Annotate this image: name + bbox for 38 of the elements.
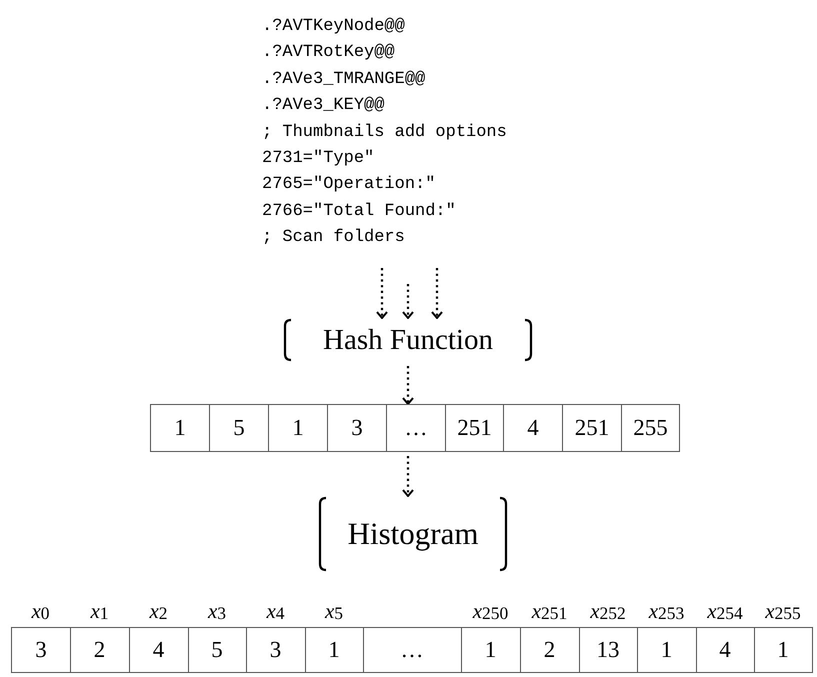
dotted-arrow xyxy=(431,268,443,319)
table-cell: 1 xyxy=(637,627,697,673)
code-line: ; Scan folders xyxy=(262,227,405,250)
table-cell: 4 xyxy=(129,627,189,673)
array-cell: 1 xyxy=(268,404,328,452)
table-cell: 2 xyxy=(520,627,580,673)
table-cell: 13 xyxy=(579,627,638,673)
dotted-arrow xyxy=(402,284,414,319)
code-line: .?AVTRotKey@@ xyxy=(262,42,395,64)
code-line: .?AVe3_TMRANGE@@ xyxy=(262,68,426,91)
dotted-arrow xyxy=(402,456,414,497)
table-cell: 2 xyxy=(70,627,130,673)
table-cell: 1 xyxy=(461,627,521,673)
array-cell: … xyxy=(386,404,446,452)
array-cell: 255 xyxy=(621,404,680,452)
table-cell: 3 xyxy=(11,627,71,673)
array-cell: 3 xyxy=(327,404,387,452)
bracketed-label: Histogram xyxy=(318,496,508,572)
table-cell: 1 xyxy=(754,627,813,673)
array-cell: 1 xyxy=(150,404,210,452)
table-cell: 5 xyxy=(188,627,247,673)
bracketed-label: Hash Function xyxy=(283,318,533,362)
dotted-arrow xyxy=(402,366,414,405)
code-line: ; Thumbnails add options xyxy=(262,122,507,144)
dotted-arrow xyxy=(376,268,388,319)
table-cell: 3 xyxy=(246,627,306,673)
array-cell: 251 xyxy=(562,404,622,452)
array-cell: 5 xyxy=(209,404,269,452)
code-line: .?AVe3_KEY@@ xyxy=(262,95,384,118)
code-line: 2765="Operation:" xyxy=(262,174,436,196)
array-cell: 251 xyxy=(445,404,504,452)
table-cell: 4 xyxy=(696,627,755,673)
code-line: 2766="Total Found:" xyxy=(262,200,456,223)
code-line: .?AVTKeyNode@@ xyxy=(262,16,405,38)
table-cell: 1 xyxy=(305,627,364,673)
code-line: 2731="Type" xyxy=(262,148,374,170)
table-cell: … xyxy=(363,627,462,673)
array-cell: 4 xyxy=(503,404,563,452)
